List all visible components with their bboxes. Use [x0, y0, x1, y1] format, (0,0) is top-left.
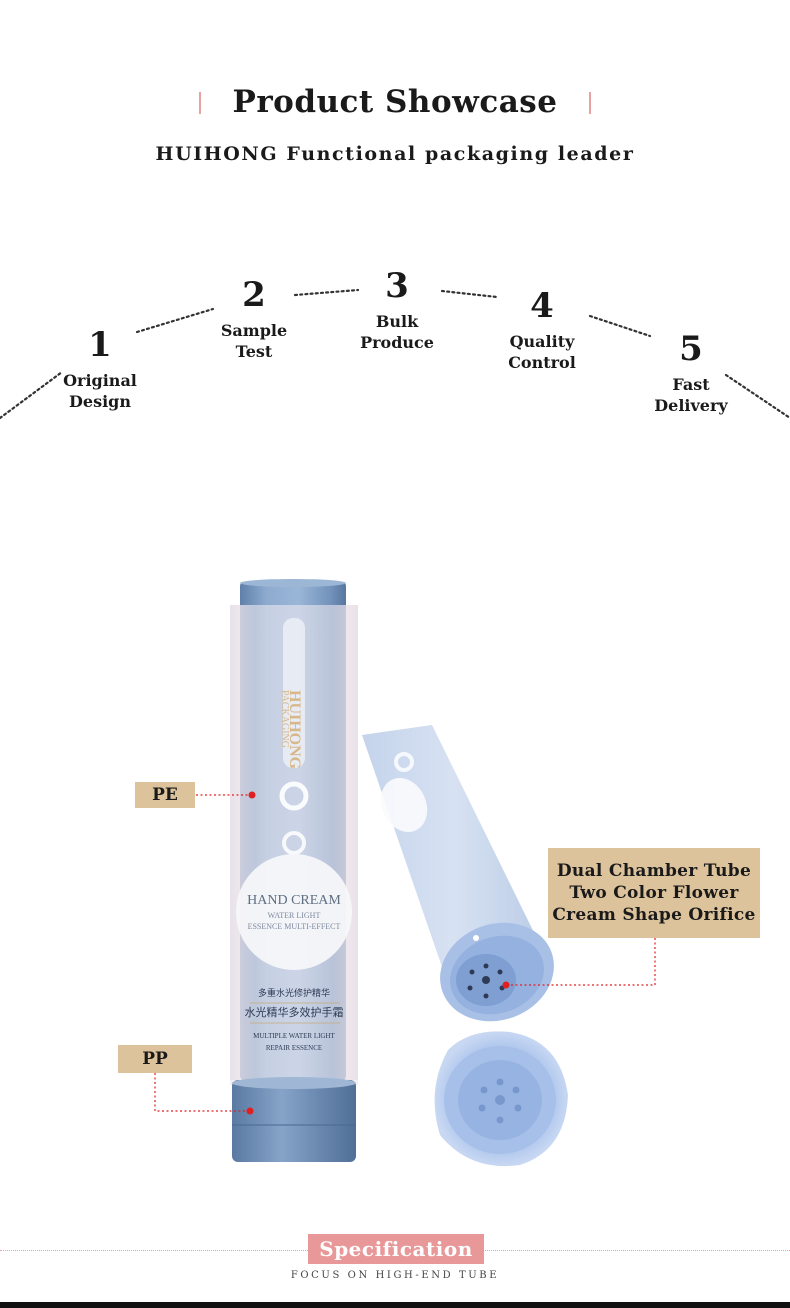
arc-segment — [135, 307, 215, 334]
pe-label: PE — [135, 782, 195, 808]
spec-title: Specification — [308, 1234, 484, 1264]
feature-label: Dual Chamber Tube Two Color Flower Cream… — [548, 848, 760, 938]
main-tube: HAND CREAM WATER LIGHT ESSENCE MULTI-EFF… — [230, 579, 358, 1162]
step-quality-control: 4 Quality Control — [482, 287, 602, 373]
page-subtitle: HUIHONG Functional packaging leader — [155, 143, 635, 165]
product-en4: REPAIR ESSENCE — [266, 1044, 322, 1052]
page-title-wrap: Product Showcase — [198, 84, 592, 120]
arc-segment — [588, 314, 652, 338]
step-label: Sample Test — [220, 321, 288, 361]
arc-segment — [0, 370, 64, 420]
product-name: HAND CREAM — [247, 893, 341, 908]
step-number: 2 — [242, 275, 266, 315]
callout-dots — [246, 791, 510, 1115]
step-number: 4 — [530, 286, 554, 326]
step-bulk-produce: 3 Bulk Produce — [337, 267, 457, 353]
step-sample-test: 2 Sample Test — [194, 276, 314, 362]
page-title: Product Showcase — [232, 84, 558, 120]
step-number: 3 — [385, 266, 409, 306]
header: Product Showcase — [0, 84, 790, 120]
spec-subtitle: FOCUS ON HIGH-END TUBE — [290, 1270, 500, 1281]
step-label: Bulk Produce — [360, 312, 434, 352]
step-number: 1 — [88, 325, 112, 365]
pp-label: PP — [118, 1045, 192, 1073]
arc-segment — [440, 289, 499, 299]
process-arc — [0, 288, 790, 420]
callout-lines — [154, 794, 656, 1112]
product-line1: WATER LIGHT — [268, 911, 321, 920]
brand-sub-text: PACKAGING — [279, 690, 290, 748]
arc-segment — [293, 288, 360, 297]
step-number: 5 — [679, 329, 703, 369]
title-bar-left — [198, 92, 201, 114]
step-original-design: 1 Original Design — [40, 326, 160, 412]
product-illustration: HAND CREAM WATER LIGHT ESSENCE MULTI-EFF… — [154, 579, 656, 1167]
step-label: Quality Control — [508, 332, 576, 372]
bottom-bar — [0, 1302, 790, 1308]
title-bar-right — [589, 92, 592, 114]
arc-segment — [724, 373, 790, 420]
tilted-tube — [362, 725, 568, 1167]
product-cn2: 水光精华多效护手霜 — [245, 1005, 344, 1019]
brand-text: HUIHONG — [286, 690, 303, 770]
step-label: Original Design — [63, 371, 137, 411]
step-label: Fast Delivery — [654, 375, 728, 415]
product-line2: ESSENCE MULTI-EFFECT — [248, 922, 341, 931]
step-fast-delivery: 5 Fast Delivery — [631, 330, 751, 416]
product-en3: MULTIPLE WATER LIGHT — [253, 1032, 335, 1040]
product-cn1: 多重水光修护精华 — [258, 987, 330, 998]
